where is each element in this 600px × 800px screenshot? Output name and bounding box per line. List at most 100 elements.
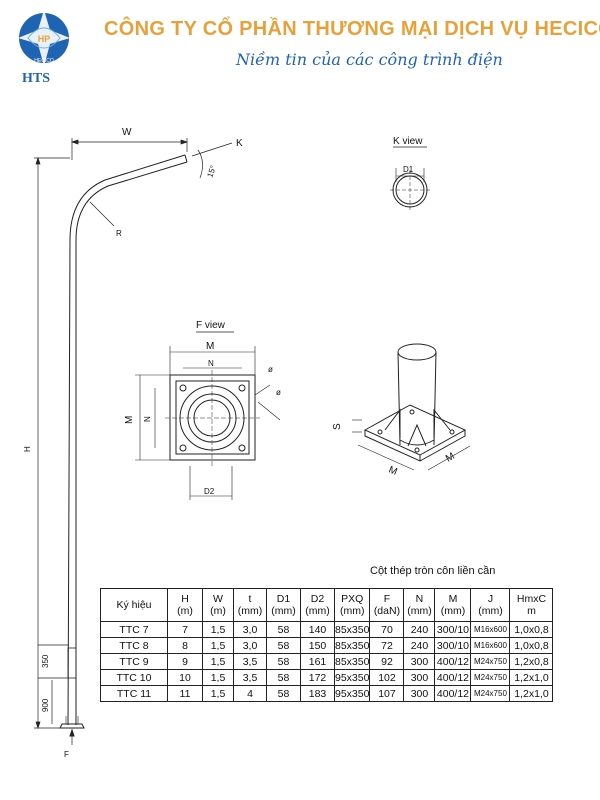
- table-cell: 70: [369, 621, 405, 638]
- table-cell: 85x350: [333, 653, 371, 670]
- table-cell: 95x350: [333, 685, 371, 702]
- header-line: F: [383, 593, 391, 605]
- table-cell: 1,2x1,0: [509, 669, 554, 686]
- table-cell: M24x750: [470, 669, 511, 686]
- label-w: W: [122, 127, 132, 138]
- table-cell: 107: [369, 685, 405, 702]
- table-cell: 400/12: [434, 653, 472, 670]
- label-d1: D1: [403, 165, 414, 174]
- header-line: PXQ: [341, 593, 364, 605]
- label-n-left: N: [143, 416, 152, 422]
- table-cell: 1,0x0,8: [509, 637, 554, 654]
- header-line: N: [415, 593, 424, 605]
- header-line: (mm): [271, 605, 296, 617]
- table-header-cell: N(mm): [403, 588, 436, 622]
- table-cell: M24x750: [470, 685, 511, 702]
- table-cell: 1,0x0,8: [509, 621, 554, 638]
- table-cell: 1,5: [202, 621, 234, 638]
- dim-h: [34, 156, 70, 730]
- table-cell: 7: [167, 621, 203, 638]
- table-cell: 161: [300, 653, 335, 670]
- table-header-cell: Ký hiệu: [100, 588, 168, 622]
- logo-star-icon: [18, 10, 70, 66]
- table-cell: 58: [266, 637, 301, 654]
- table-cell: 58: [266, 653, 301, 670]
- table-header-cell: H(m): [167, 588, 203, 622]
- table-cell: TTC 10: [100, 669, 168, 686]
- table-cell: 85x350: [333, 621, 371, 638]
- table-cell: 300/10: [434, 637, 472, 654]
- header-line: (mm): [407, 605, 432, 617]
- table-cell: TTC 7: [100, 621, 168, 638]
- label-angle: 15°: [205, 164, 218, 178]
- table-header-cell: M(mm): [434, 588, 472, 622]
- table-cell: 140: [300, 621, 335, 638]
- table-cell: 95x350: [333, 669, 371, 686]
- header-line: (mm): [305, 605, 330, 617]
- pole-side-view: [59, 154, 188, 729]
- label-r: R: [116, 229, 122, 238]
- table-cell: 400/12: [434, 669, 472, 686]
- table-cell: 1,5: [202, 669, 234, 686]
- header-line: (mm): [237, 605, 263, 617]
- header-line: (mm): [339, 605, 365, 617]
- table-header-cell: D2(mm): [300, 588, 335, 622]
- table-cell: 3,5: [233, 653, 267, 670]
- table-header-cell: PXQ(mm): [333, 588, 371, 622]
- table-cell: 3,0: [233, 637, 267, 654]
- table-cell: 300: [403, 685, 436, 702]
- label-m-top: M: [206, 341, 214, 352]
- header-line: D1: [276, 593, 291, 605]
- label-f-view: F view: [196, 320, 226, 331]
- table-cell: 58: [266, 669, 301, 686]
- label-900: 900: [41, 698, 50, 712]
- table-cell: 172: [300, 669, 335, 686]
- table-cell: TTC 8: [100, 637, 168, 654]
- table-cell: 72: [369, 637, 405, 654]
- company-name: CÔNG TY CỔ PHẦN THƯƠNG MẠI DỊCH VỤ HECIC…: [104, 18, 600, 40]
- header-line: m: [527, 605, 536, 617]
- header-line: HmxC: [516, 593, 547, 605]
- header-line: (daN): [373, 605, 401, 617]
- label-m-iso-left: M: [387, 465, 399, 478]
- header-line: (m): [210, 605, 226, 617]
- table-cell: 183: [300, 685, 335, 702]
- table-cell: 3,5: [233, 669, 267, 686]
- label-m-iso-right: M: [444, 451, 457, 465]
- label-k-view: K view: [393, 136, 423, 147]
- table-header-cell: D1(mm): [266, 588, 301, 622]
- header-line: H: [181, 593, 189, 605]
- pole-base: [59, 723, 85, 729]
- table-cell: M16x600: [470, 621, 511, 638]
- table-cell: 150: [300, 637, 335, 654]
- table-cell: 3,0: [233, 621, 267, 638]
- pole-door: [67, 647, 77, 679]
- f-view: [135, 331, 281, 500]
- table-cell: 400/12: [434, 685, 472, 702]
- table-header-cell: W(m): [202, 588, 234, 622]
- table-cell: 58: [266, 685, 301, 702]
- label-bolt-a: ø: [268, 365, 273, 374]
- table-cell: 58: [266, 621, 301, 638]
- label-n-top: N: [208, 359, 214, 368]
- table-cell: 9: [167, 653, 203, 670]
- header-line: D2: [310, 593, 325, 605]
- table-cell: 92: [369, 653, 405, 670]
- header-line: J: [487, 593, 494, 605]
- angle-arc: [197, 149, 203, 179]
- table-cell: 8: [167, 637, 203, 654]
- header-line: (mm): [478, 605, 503, 617]
- table-header-cell: t(mm): [233, 588, 267, 622]
- table-cell: 300: [403, 653, 436, 670]
- label-m-left: M: [124, 416, 135, 424]
- label-s: S: [332, 423, 343, 430]
- label-k: K: [236, 138, 243, 149]
- table-cell: TTC 11: [100, 685, 168, 702]
- label-350: 350: [41, 654, 50, 668]
